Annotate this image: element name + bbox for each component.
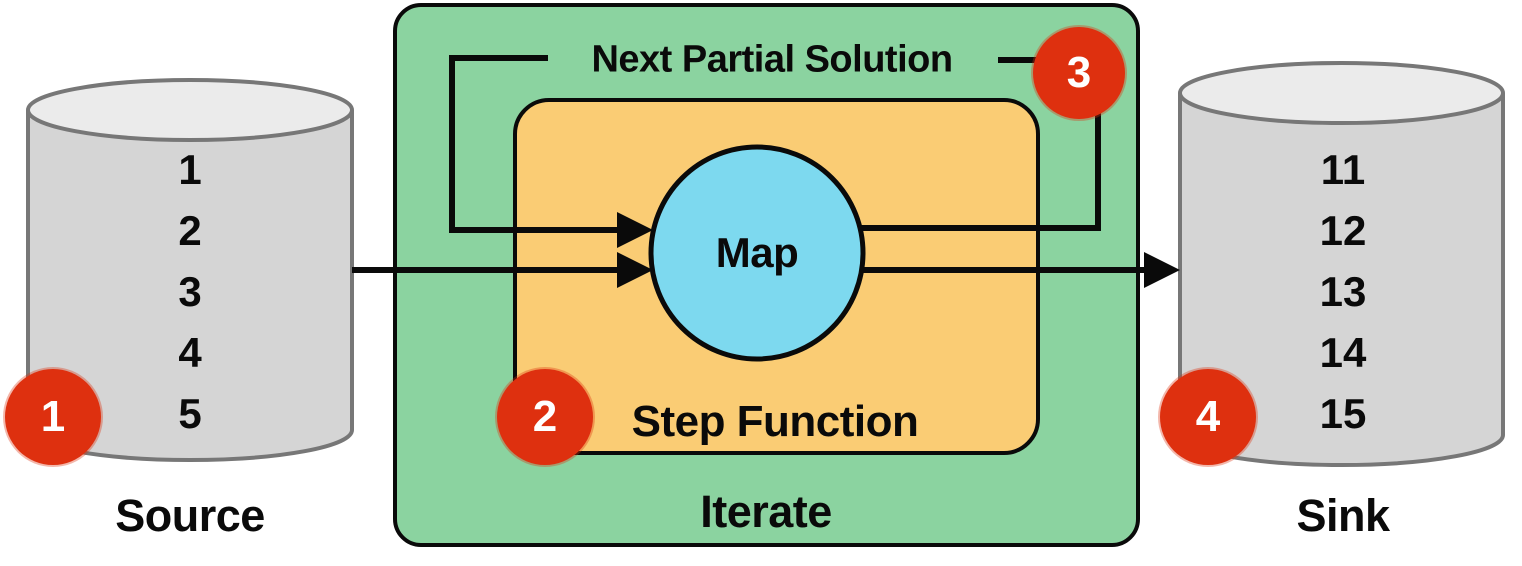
sink-step-badge: 4 — [1160, 369, 1256, 465]
sink-cylinder-top — [1178, 61, 1505, 125]
feedback-step-badge: 3 — [1033, 27, 1125, 119]
source-cylinder — [26, 78, 354, 462]
iterate-label: Iterate — [700, 486, 832, 537]
map-label: Map — [715, 229, 799, 276]
source-step-badge: 1 — [5, 369, 101, 465]
source-value: 4 — [178, 329, 202, 376]
main-output-arrowhead — [1144, 252, 1180, 288]
sink-values: 11 12 13 14 15 — [1278, 139, 1408, 444]
sink-value: 15 — [1319, 390, 1367, 437]
main-input-arrowhead — [617, 252, 653, 288]
sink-cylinder — [1178, 61, 1505, 467]
feedback-return-line — [850, 106, 1101, 231]
sink-value: 11 — [1320, 146, 1366, 193]
sink-value: 13 — [1319, 268, 1367, 315]
source-value: 1 — [178, 146, 202, 193]
source-value: 5 — [178, 390, 202, 437]
source-value: 3 — [178, 268, 202, 315]
step-function-step-badge: 2 — [497, 369, 593, 465]
source-cylinder-top — [26, 78, 354, 142]
sink-value: 14 — [1319, 329, 1367, 376]
feedback-arrowhead — [617, 212, 653, 248]
source-label: Source — [115, 490, 265, 541]
source-values: 1 2 3 4 5 — [125, 139, 255, 444]
sink-value: 12 — [1319, 207, 1367, 254]
feedback-label: Next Partial Solution — [591, 38, 953, 81]
map-circle — [648, 144, 866, 362]
source-value: 2 — [178, 207, 202, 254]
feedback-forward-line — [449, 55, 620, 233]
step-function-label: Step Function — [631, 397, 919, 446]
sink-label: Sink — [1296, 490, 1390, 541]
